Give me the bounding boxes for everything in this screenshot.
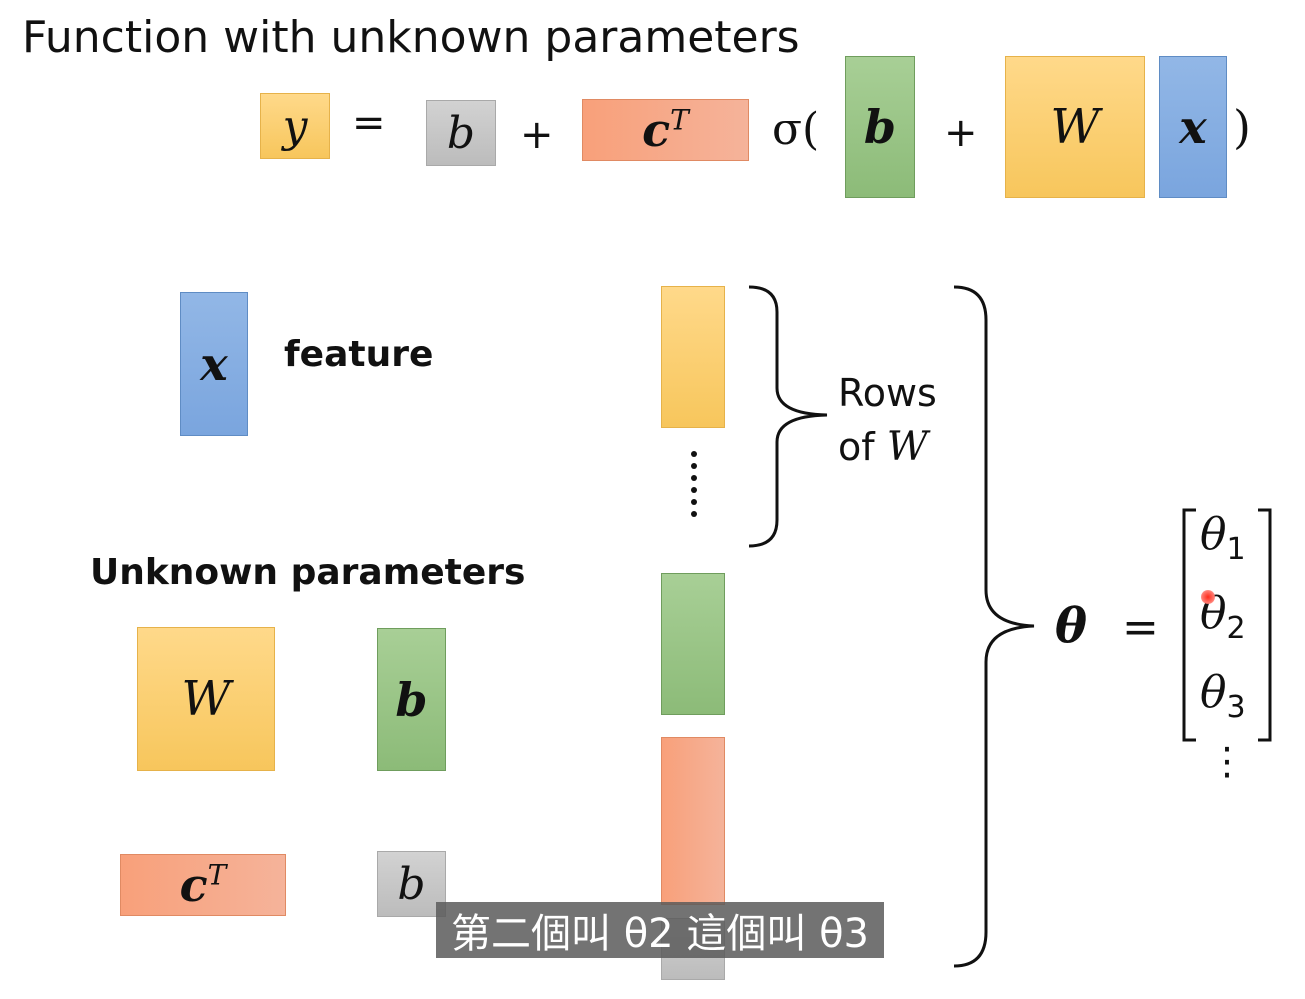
unknown-b-vector-box: b — [377, 628, 446, 771]
feature-x-symbol: x — [200, 337, 228, 391]
theta-vector-entries: θ1 θ2 θ3 ⋮ — [1200, 503, 1246, 785]
equation-b-vector-symbol: b — [863, 100, 897, 154]
rows-of-W-label: Rows of W — [838, 366, 937, 474]
equation-equals: = — [352, 100, 386, 146]
rows-label-line1: Rows — [838, 371, 937, 415]
laser-pointer-icon — [1201, 590, 1215, 604]
equation-close-paren: ) — [1233, 100, 1251, 154]
theta-stack-cT — [661, 737, 725, 905]
feature-x-box: x — [180, 292, 248, 436]
page-title: Function with unknown parameters — [22, 12, 800, 63]
equation-plus-2: + — [944, 110, 978, 156]
unknown-cT-box: cT — [120, 854, 286, 916]
theta-entry-3: θ3 — [1200, 666, 1246, 725]
equation-b-vector-box: b — [845, 56, 915, 198]
theta-symbol: θ — [1055, 598, 1088, 654]
equation-b-scalar-box: b — [426, 100, 496, 166]
unknown-W-symbol: W — [181, 671, 231, 727]
equation-x-symbol: x — [1179, 100, 1207, 154]
equation-W-symbol: W — [1050, 99, 1100, 155]
unknown-b-scalar-symbol: b — [397, 858, 426, 910]
unknown-b-scalar-box: b — [377, 851, 446, 917]
equation-cT-box: cT — [582, 99, 749, 161]
feature-label: feature — [284, 334, 434, 375]
rows-brace-icon — [748, 285, 828, 548]
equation-b-scalar-symbol: b — [446, 107, 476, 159]
theta-stack-W-row — [661, 286, 725, 428]
equation-plus-1: + — [520, 112, 554, 158]
equation-W-box: W — [1005, 56, 1145, 198]
equation-y-box: y — [260, 93, 330, 159]
rows-label-line2: of W — [838, 424, 928, 470]
equation-cT-symbol: cT — [642, 103, 689, 157]
theta-brace-icon — [953, 285, 1035, 968]
unknown-W-box: W — [137, 627, 275, 771]
theta-vector-brackets — [1182, 508, 1272, 742]
video-subtitle: 第二個叫 θ2 這個叫 θ3 — [436, 902, 884, 958]
theta-stack-b-vector — [661, 573, 725, 715]
theta-entry-1: θ1 — [1200, 509, 1246, 567]
theta-entry-vdots: ⋮ — [1208, 741, 1246, 784]
equation-sigma-open: σ( — [772, 104, 820, 155]
equation-x-box: x — [1159, 56, 1227, 198]
vertical-dots-icon — [691, 451, 697, 517]
unknown-cT-symbol: cT — [179, 858, 227, 912]
unknown-parameters-heading: Unknown parameters — [90, 552, 526, 593]
equation-y-symbol: y — [282, 100, 308, 152]
unknown-b-vector-symbol: b — [395, 672, 428, 727]
theta-equals: = — [1122, 602, 1159, 653]
